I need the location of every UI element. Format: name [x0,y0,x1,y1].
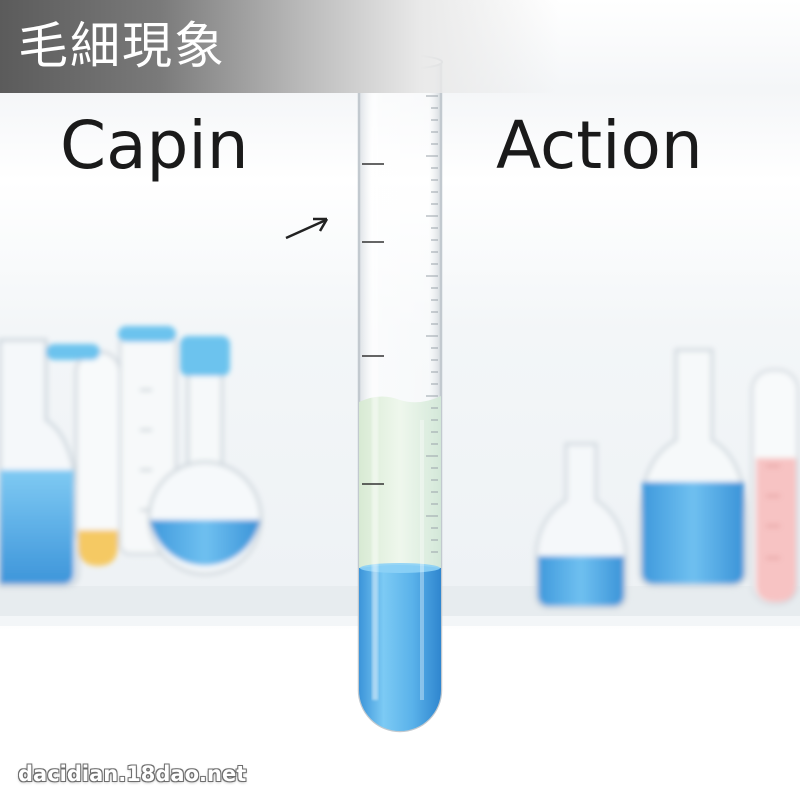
round-flask [147,336,263,576]
headline-right-word: Action [496,107,703,184]
yellow-test-tube [46,344,122,566]
headline-left-word: Capin [60,107,249,184]
background-glassware [0,326,800,610]
main-test-tube [357,54,443,733]
graduation-marks [362,163,384,485]
arrow-icon [285,217,329,240]
fine-scale [426,95,438,553]
banner-title: 毛細現象 [18,17,226,75]
pink-test-tube [750,368,800,606]
watermark: dacidian.18dao.net [18,762,247,786]
left-flask [0,338,80,588]
title-banner: 毛細現象 [0,0,800,93]
right-large-flask [638,348,748,588]
right-small-flask [534,442,628,610]
